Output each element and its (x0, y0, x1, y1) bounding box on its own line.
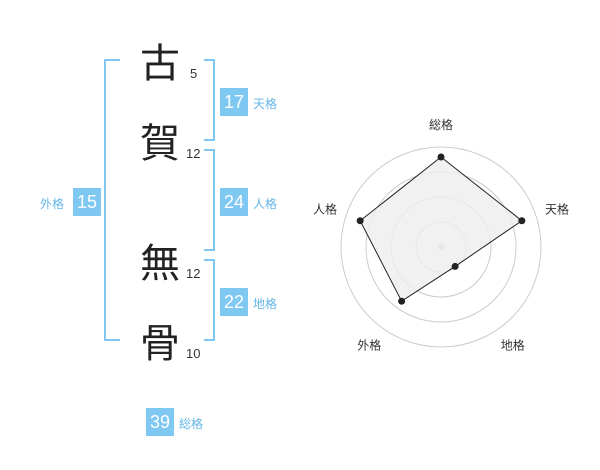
name-char-2: 賀 (140, 121, 180, 167)
name-char-3: 無 (140, 241, 180, 287)
radar-axis-label-2: 地格 (501, 338, 525, 353)
jinkaku-label: 人格 (253, 197, 278, 211)
radar-point-2 (451, 262, 459, 270)
stroke-count-2: 12 (186, 146, 201, 161)
chikaku-label: 地格 (253, 297, 278, 311)
radar-point-0 (437, 153, 445, 161)
jinkaku-value: 24 (220, 188, 248, 216)
radar-point-3 (398, 297, 406, 305)
gaikaku-bracket (104, 59, 120, 341)
tenkaku-value: 17 (220, 88, 248, 116)
radar-point-1 (518, 217, 526, 225)
stroke-count-3: 12 (186, 266, 201, 281)
chikaku-bracket (204, 259, 215, 341)
soukaku-label: 総格 (179, 417, 204, 431)
gaikaku-label: 外格 (40, 197, 65, 211)
radar-ring (340, 146, 542, 348)
radar-axis-label-3: 外格 (357, 338, 381, 353)
stroke-count-4: 10 (186, 346, 201, 361)
radar-point-4 (356, 217, 364, 225)
radar-axis-label-1: 天格 (545, 201, 569, 216)
stroke-count-1: 5 (190, 66, 198, 81)
radar-series-polygon (359, 156, 523, 302)
radar-axis-label-0: 総格 (429, 117, 453, 132)
name-char-4: 骨 (140, 321, 180, 367)
tenkaku-label: 天格 (253, 97, 278, 111)
gaikaku-value: 15 (73, 188, 101, 216)
radar-axis-label-4: 人格 (313, 201, 337, 216)
name-char-1: 古 (140, 41, 180, 87)
jinkaku-bracket (204, 149, 215, 251)
soukaku-value: 39 (146, 408, 174, 436)
tenkaku-bracket (204, 59, 215, 141)
chikaku-value: 22 (220, 288, 248, 316)
